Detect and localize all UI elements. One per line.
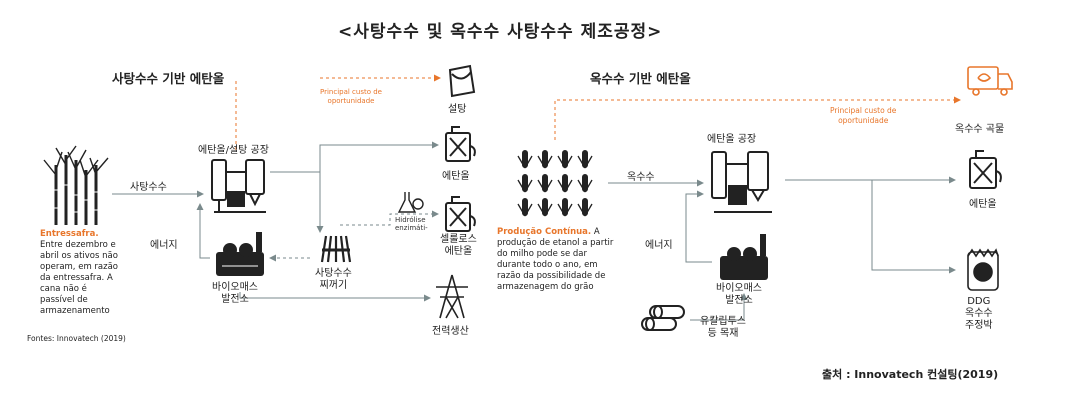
power-tower-icon <box>436 274 468 319</box>
hydrolysis-label: Hidrólise enzimáti‐ <box>395 216 428 232</box>
arrow-wood-to-biomass <box>690 293 748 321</box>
copp-line-1: Principal custo de <box>830 106 897 115</box>
euc-line-2: 등 목재 <box>707 328 739 339</box>
sugarcane-biomass-label: 바이오매스 발전소 <box>212 282 258 306</box>
ethanol-can-icon <box>445 126 476 162</box>
hydrolysis-flask-icon <box>397 192 424 213</box>
cellulosic-ethanol-label: 셀룰로스 에탄올 <box>440 234 477 258</box>
arrow-bagasse-to-cellulosic <box>340 210 439 226</box>
corn-field-icon <box>517 150 593 217</box>
ethanol-sugar-plant-label: 에탄올/설탕 공장 <box>198 145 269 156</box>
arrow-biomass-to-power <box>239 292 431 302</box>
opportunity-cost-sugar: Principal custo de oportunidade <box>320 88 382 106</box>
ddg-label: DDG 옥수수 주정박 <box>965 296 993 332</box>
eucalyptus-label: 유칼립투스 등 목재 <box>700 316 746 340</box>
corn-ethanol-label: 에탄올 <box>969 199 997 210</box>
corn-note-text: A produção de etanol a partir do milho p… <box>497 227 614 292</box>
corn-note-bold: Produção Contínua. <box>497 227 592 237</box>
corn-note: Produção Contínua. A produção de etanol … <box>497 227 621 293</box>
ethanol-label: 에탄올 <box>442 171 470 182</box>
arrow-plant-to-ddg <box>871 180 956 274</box>
corn-biomass-plant-icon <box>720 234 768 280</box>
corn-energy-label: 에너지 <box>645 240 673 251</box>
ethanol-plant-label: 에탄올 공장 <box>707 134 757 145</box>
hydro-line-2: enzimáti‐ <box>395 224 428 232</box>
cellulosic-ethanol-can-icon <box>445 196 476 232</box>
corn-heading: 옥수수 기반 에탄올 <box>590 71 691 86</box>
sugar-bag-icon <box>448 64 476 98</box>
wood-log-icon <box>641 305 685 331</box>
sugarcane-input-label: 사탕수수 <box>130 182 167 193</box>
ethanol-sugar-plant-icon <box>211 159 266 213</box>
euc-line-1: 유칼립투스 <box>700 316 746 327</box>
sugarcane-energy-label: 에너지 <box>150 240 178 251</box>
opp-line-1: Principal custo de <box>320 88 382 96</box>
ddg-bag-icon <box>967 248 999 291</box>
ethanol-plant-icon <box>711 151 772 213</box>
corn-biomass-label: 바이오매스 발전소 <box>716 283 762 307</box>
ddg-line-1: DDG <box>967 296 991 307</box>
cbio-line-2: 발전소 <box>725 295 753 306</box>
corn-grain-label: 옥수수 곡물 <box>955 124 1005 135</box>
grain-truck-icon <box>967 66 1013 96</box>
bag-line-1: 사탕수수 <box>315 268 352 279</box>
bagasse-icon <box>320 235 352 263</box>
power-label: 전력생산 <box>432 326 469 337</box>
opp-line-2: oportunidade <box>327 97 375 105</box>
cell-line-1: 셀룰로스 <box>440 234 477 245</box>
hydro-line-1: Hidrólise <box>395 216 426 224</box>
copp-line-2: oportunidade <box>838 116 889 125</box>
cbio-line-1: 바이오매스 <box>716 283 762 294</box>
arrow-energy-to-plant <box>196 203 210 259</box>
biomass-plant-icon <box>216 232 264 276</box>
sugarcane-icon <box>43 145 109 225</box>
bagasse-label: 사탕수수 찌꺼기 <box>315 268 352 292</box>
cell-line-2: 에탄올 <box>444 246 473 257</box>
sugar-label: 설탕 <box>448 104 467 115</box>
arrow-plant-to-ethanol <box>270 141 439 173</box>
bag-line-2: 찌꺼기 <box>319 280 348 291</box>
opportunity-cost-grain: Principal custo de oportunidade <box>830 106 896 126</box>
ddg-line-3: 주정박 <box>965 320 993 331</box>
sugarcane-note-text: Entre dezembro e abril os ativos não ope… <box>40 240 118 316</box>
corn-ethanol-can-icon <box>969 150 1002 189</box>
fontes-label: Fontes: Innovatech (2019) <box>27 334 126 343</box>
biomass-line-2: 발전소 <box>221 294 249 305</box>
page-title: <사탕수수 및 옥수수 사탕수수 제조공정> <box>338 22 663 42</box>
ddg-line-2: 옥수수 <box>965 308 993 319</box>
corn-input-label: 옥수수 <box>627 172 655 183</box>
source-label: 출처 : Innovatech 컨설팅(2019) <box>822 368 999 381</box>
sugarcane-note: Entressafra. Entre dezembro e abril os a… <box>40 229 120 317</box>
biomass-line-1: 바이오매스 <box>212 282 258 293</box>
arrow-energy-to-corn-plant <box>685 190 712 263</box>
sugarcane-heading: 사탕수수 기반 에탄올 <box>112 71 225 86</box>
sugarcane-note-bold: Entressafra. <box>40 229 99 239</box>
opportunity-cost-line-grain <box>554 96 961 140</box>
